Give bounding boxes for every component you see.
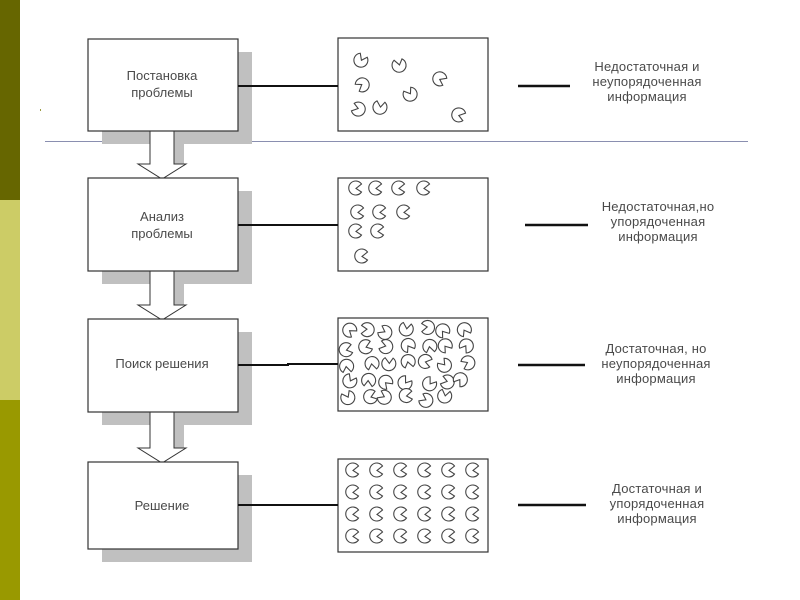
flow-arrows (136, 131, 188, 464)
info-label-stage-4: Достаточная и упорядоченная информация (567, 481, 747, 526)
info-label-stage-2: Недостаточная,но упорядоченная информаци… (568, 199, 748, 244)
step-title-line-2: проблемы (131, 226, 193, 241)
info-line-1: Достаточная, но (605, 341, 707, 356)
info-line-2: неупорядоченная (592, 74, 702, 89)
info-line-1: Достаточная и (612, 481, 702, 496)
info-line-1: Недостаточная и (594, 59, 700, 74)
info-label-stage-3: Достаточная, но неупорядоченная информац… (566, 341, 746, 386)
step-label-problem-statement: Постановка проблемы (87, 67, 237, 101)
info-line-3: информация (616, 371, 696, 386)
sidebar-band-dark (0, 0, 20, 200)
arrow-shadow (174, 271, 184, 307)
connector-lines (238, 84, 588, 507)
info-line-3: информация (618, 229, 698, 244)
step-label-problem-analysis: Анализ проблемы (87, 208, 237, 242)
step-title-line-1: Поиск решения (115, 356, 209, 371)
step-label-solution: Решение (87, 497, 237, 514)
step-title-line-1: Решение (134, 498, 190, 513)
step-title-line-2: проблемы (131, 85, 193, 100)
info-label-stage-1: Недостаточная и неупорядоченная информац… (557, 59, 737, 104)
step-title-line-1: Постановка (126, 68, 198, 83)
horizontal-divider (45, 141, 748, 142)
info-line-2: упорядоченная (610, 214, 706, 229)
step-box (87, 38, 239, 132)
connector-line (238, 363, 338, 366)
step-box (87, 177, 239, 272)
step-label-solution-search: Поиск решения (87, 355, 237, 372)
sidebar-band-mid (0, 400, 20, 600)
step-box (87, 461, 239, 550)
arrow-shadow (174, 131, 184, 166)
sidebar-band-light (0, 200, 20, 400)
step-title-line-1: Анализ (140, 209, 184, 224)
info-line-2: упорядоченная (609, 496, 705, 511)
info-line-2: неупорядоченная (601, 356, 711, 371)
info-line-3: информация (617, 511, 697, 526)
information-panels (337, 37, 489, 553)
arrow-shadow (174, 412, 184, 450)
info-line-1: Недостаточная,но (601, 199, 715, 214)
stray-mark (40, 109, 41, 111)
info-line-3: информация (607, 89, 687, 104)
